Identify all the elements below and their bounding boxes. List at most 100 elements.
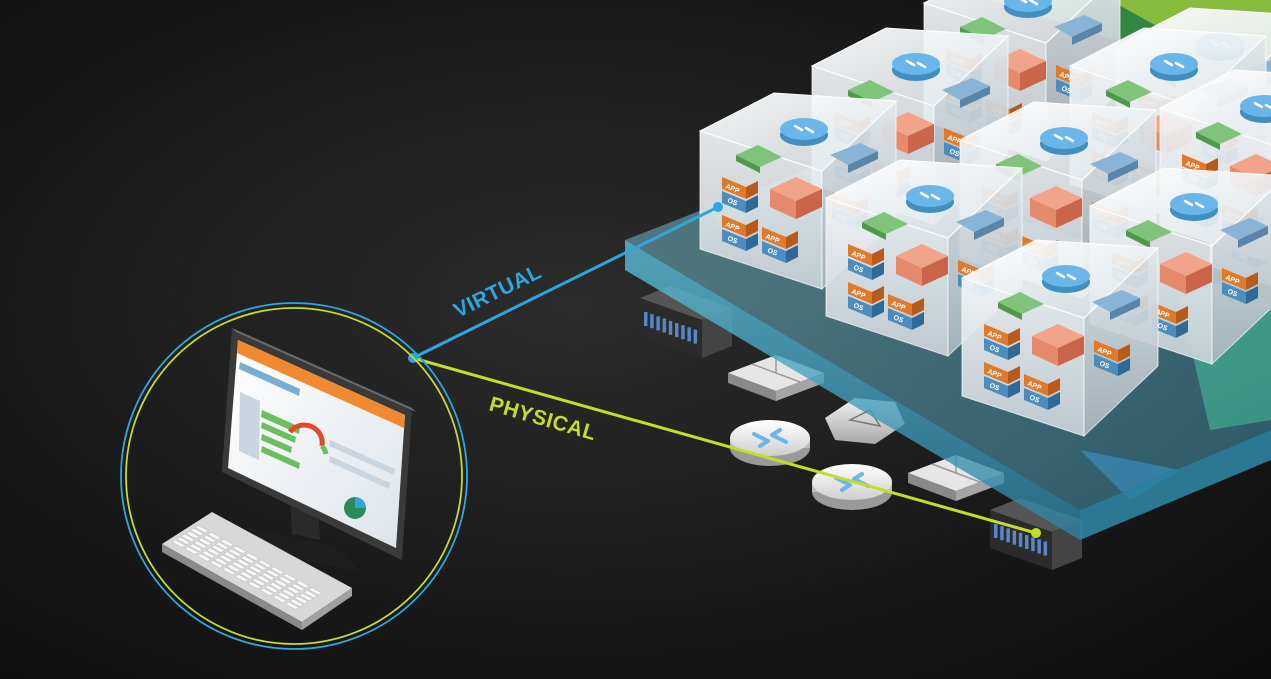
firewall-icon xyxy=(1032,324,1084,366)
router-icon xyxy=(1240,95,1271,123)
key xyxy=(188,543,204,552)
key xyxy=(264,584,279,594)
switch-icon xyxy=(736,145,782,173)
key xyxy=(210,544,226,553)
key xyxy=(265,569,281,578)
console-inner-ring xyxy=(125,307,463,645)
key xyxy=(221,567,237,576)
key xyxy=(207,531,222,541)
key xyxy=(196,553,212,562)
key xyxy=(260,572,276,581)
key xyxy=(248,565,263,574)
key xyxy=(235,558,251,567)
os-layer-label: OS xyxy=(988,344,1000,354)
virtual-label: VIRTUAL xyxy=(450,260,545,322)
firewall-icon xyxy=(1160,252,1212,294)
physical-connection-line xyxy=(412,356,1037,535)
virtual-endpoint-dot xyxy=(713,202,723,212)
switch-icon xyxy=(1196,122,1242,150)
router-icon xyxy=(1040,127,1088,155)
router-icon xyxy=(1150,53,1198,81)
key xyxy=(180,533,196,543)
key xyxy=(295,580,310,589)
switch-icon xyxy=(1220,218,1268,248)
key xyxy=(284,601,300,610)
os-layer-label: OS xyxy=(726,197,738,207)
key xyxy=(298,592,314,602)
key xyxy=(272,594,287,604)
switch-icon xyxy=(862,212,908,240)
switch-icon xyxy=(1092,290,1140,320)
router-icon xyxy=(1042,265,1090,293)
key xyxy=(215,541,230,551)
key xyxy=(276,591,292,601)
key xyxy=(193,540,208,549)
switch-icon xyxy=(1090,152,1138,182)
key xyxy=(278,576,293,585)
monitor-icon xyxy=(222,328,416,572)
keyboard-keys xyxy=(171,525,323,610)
physical-endpoint-dot xyxy=(1031,528,1041,538)
console-outer-ring xyxy=(120,302,468,650)
os-layer-label: OS xyxy=(1098,360,1110,370)
key xyxy=(219,538,235,548)
switch-icon xyxy=(1126,220,1172,248)
key xyxy=(185,530,200,540)
key xyxy=(194,525,210,534)
key xyxy=(244,552,260,561)
key xyxy=(218,554,234,563)
firewall-icon xyxy=(770,177,822,219)
os-layer-label: OS xyxy=(948,148,960,158)
key xyxy=(232,545,247,555)
key xyxy=(201,550,216,559)
key xyxy=(209,560,224,569)
router-icon xyxy=(730,420,810,466)
key xyxy=(213,557,229,566)
switch-icon xyxy=(956,210,1004,240)
key xyxy=(294,595,309,605)
virtual-connection-line xyxy=(412,205,719,360)
connection-lines xyxy=(408,202,1041,538)
key xyxy=(257,559,273,568)
os-layer-label: OS xyxy=(1028,394,1040,404)
key xyxy=(189,527,205,537)
key xyxy=(197,537,213,547)
key xyxy=(303,590,318,599)
key xyxy=(289,598,305,608)
key xyxy=(252,562,268,571)
router-icon xyxy=(892,53,940,81)
firewall-icon xyxy=(1030,186,1082,228)
key xyxy=(307,587,323,596)
router-icon xyxy=(1170,193,1218,221)
key xyxy=(205,547,221,556)
key xyxy=(281,588,297,598)
switch-icon xyxy=(830,143,878,173)
key xyxy=(270,566,285,575)
physical-label: PHYSICAL xyxy=(487,393,599,445)
key xyxy=(223,551,238,560)
switch-icon xyxy=(1106,80,1152,108)
key xyxy=(171,539,187,548)
key xyxy=(240,555,255,564)
key xyxy=(234,574,250,583)
management-console xyxy=(120,302,468,650)
os-layer-label: OS xyxy=(1156,322,1168,332)
router-icon xyxy=(812,464,892,510)
switch-icon xyxy=(998,292,1044,320)
key xyxy=(227,548,243,557)
os-layer-label: OS xyxy=(1226,288,1238,298)
firewall-icon xyxy=(896,244,948,286)
key xyxy=(268,582,284,591)
key xyxy=(273,579,289,588)
switch-icon xyxy=(1054,15,1102,45)
key xyxy=(226,564,242,573)
key xyxy=(286,586,301,595)
